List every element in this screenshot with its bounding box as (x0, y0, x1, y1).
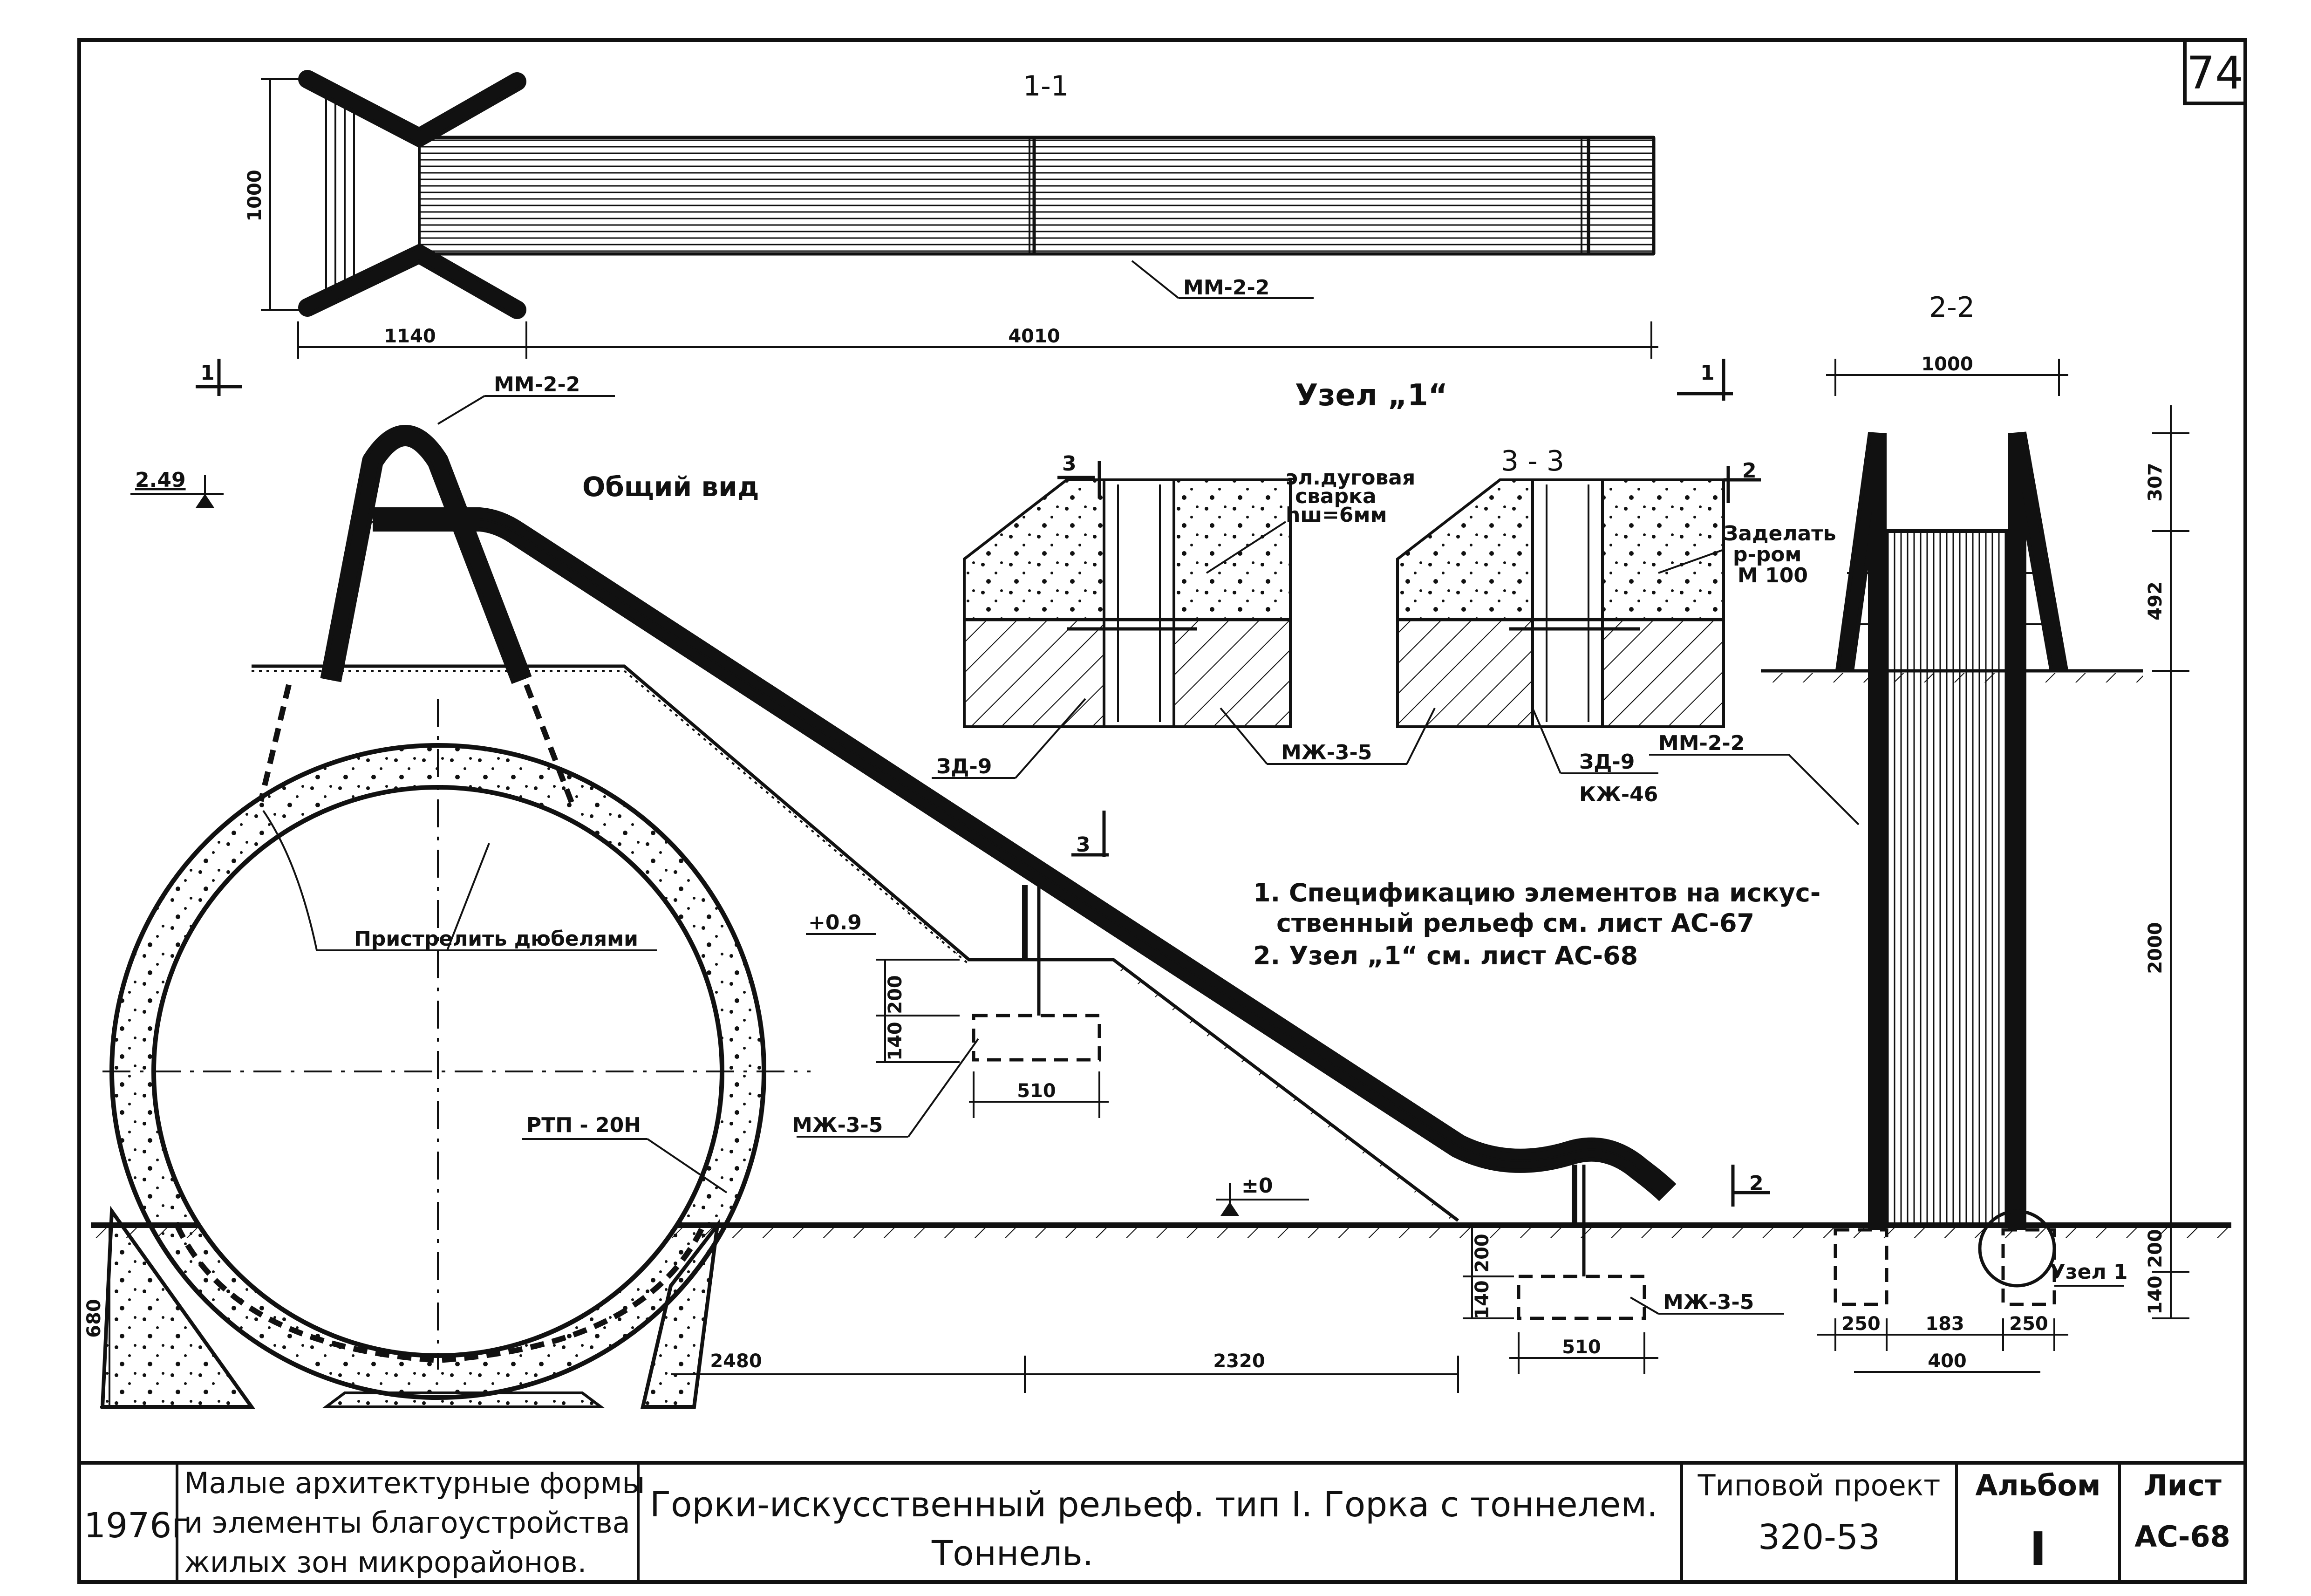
dim-2320: 2320 (1213, 1350, 1265, 1372)
dim-1000-width: 1000 (1921, 354, 1973, 375)
dim-200-b: 200 (1472, 1234, 1493, 1273)
dim-200-section: 200 (2145, 1229, 2166, 1268)
dim-200-a: 200 (885, 975, 906, 1014)
section-1-1: 1-1 ММ-2-2 1000 (244, 70, 1658, 359)
dim-1140: 1140 (384, 326, 436, 347)
tb-org-1: Малые архитектурные формы (184, 1466, 645, 1500)
cut-1-right: 1 (1700, 361, 1715, 385)
level-plus-0-9: +0.9 (808, 911, 862, 934)
title-block: 1976г Малые архитектурные формы и элемен… (79, 1461, 2245, 1582)
weld-note-1: эл.дуговая (1286, 466, 1415, 490)
dim-250-b: 250 (2009, 1313, 2048, 1335)
dim-2480: 2480 (710, 1350, 762, 1372)
label-mm22: ММ-2-2 (1658, 731, 1745, 755)
footing-1-label: МЖ-3-5 (792, 1113, 883, 1137)
note-line-2: ственный рельеф см. лист АС-67 (1276, 908, 1754, 938)
note-line-3: 2. Узел „1“ см. лист АС-68 (1253, 941, 1638, 970)
mortar-note-1: Заделать (1724, 522, 1836, 546)
dim-680: 680 (83, 1299, 105, 1338)
tb-album-label: Альбом (1975, 1468, 2100, 1502)
sheet-number-box (2183, 38, 2247, 105)
dim-492: 492 (2145, 581, 2166, 621)
mortar-note-3: М 100 (1738, 564, 1808, 587)
label-zd9-b: ЗД-9 (1579, 750, 1635, 774)
general-view-mm-label: ММ-2-2 (494, 373, 580, 396)
tb-org-3: жилых зон микрорайонов. (184, 1545, 586, 1579)
general-view-title: Общий вид (582, 471, 759, 503)
dim-510-a: 510 (1017, 1080, 1056, 1102)
tb-year: 1976г (84, 1506, 190, 1546)
cut-2-top: 2 (1742, 459, 1757, 483)
section-1-1-label: ММ-2-2 (1183, 276, 1269, 300)
dim-510-b: 510 (1562, 1337, 1601, 1358)
tb-project-label: Типовой проект (1697, 1468, 1941, 1502)
section-2-2-title: 2-2 (1929, 291, 1975, 324)
general-view: Общий вид ММ-2-2 2.49 +0.9 (83, 373, 2231, 1409)
sheet-frame: 74 (77, 38, 2247, 1584)
node-1-ref: Узел 1 (2050, 1260, 2128, 1284)
node-1: Узел „1“ 3 - 3 эл.дуговая сварка hш=6мм … (932, 378, 1860, 825)
footing-2 (1517, 1275, 1646, 1320)
level-zero: ±0 (1241, 1174, 1273, 1198)
tb-org-2: и элементы благоустройства (184, 1506, 630, 1540)
dim-183: 183 (1925, 1313, 1964, 1335)
tb-sheet-label: Лист (2143, 1468, 2222, 1502)
weld-note-2: сварка (1295, 484, 1377, 508)
weld-note-3: hш=6мм (1286, 503, 1387, 527)
cut-3-top: 3 (1062, 452, 1077, 476)
cut-1-left: 1 (200, 361, 215, 385)
dim-400: 400 (1928, 1350, 1967, 1372)
dim-140-section: 140 (2145, 1275, 2166, 1315)
section-3-3-title: 3 - 3 (1501, 445, 1564, 477)
dim-250-a: 250 (1841, 1313, 1881, 1335)
label-zd9-a: ЗД-9 (936, 755, 992, 778)
sheet-number: 74 (2187, 47, 2243, 99)
dim-307: 307 (2145, 463, 2166, 502)
dim-140-b: 140 (1472, 1280, 1493, 1319)
section-1-1-title: 1-1 (1023, 70, 1069, 102)
tb-project-number: 320-53 (1758, 1517, 1880, 1557)
node-1-title: Узел „1“ (1295, 378, 1448, 413)
section-2-2: 2-2 1000 307 492 2000 200 (1761, 291, 2189, 1373)
footing-2-label: МЖ-3-5 (1663, 1290, 1754, 1314)
pipe-label: РТП - 20Н (526, 1113, 641, 1137)
label-mzh35: МЖ-3-5 (1281, 741, 1372, 764)
mortar-note-2: р-ром (1733, 543, 1801, 566)
section-cut-markers: 1 1 2 2 3 3 (196, 359, 1770, 1207)
slide-side-view (1885, 529, 2010, 1227)
dim-1000-vertical: 1000 (244, 170, 266, 221)
tb-album-value: I (2029, 1522, 2046, 1576)
tb-title-2: Тоннель. (931, 1534, 1093, 1574)
dim-2000: 2000 (2145, 922, 2166, 974)
level-2-49: 2.49 (135, 468, 186, 492)
cut-3-bottom: 3 (1076, 833, 1091, 857)
note-line-1: 1. Спецификацию элементов на искус- (1253, 878, 1820, 907)
dim-4010: 4010 (1008, 326, 1060, 347)
label-kzh46: КЖ-46 (1579, 783, 1658, 806)
notes: 1. Спецификацию элементов на искус- стве… (1253, 878, 1820, 970)
cut-2-bottom: 2 (1749, 1172, 1764, 1195)
dowels-note: Пристрелить дюбелями (354, 927, 638, 951)
footing-1 (972, 1014, 1101, 1062)
dim-140-a: 140 (885, 1022, 906, 1061)
tb-title-1: Горки-искусственный рельеф. тип I. Горка… (650, 1485, 1658, 1525)
tb-sheet-value: АС-68 (2134, 1520, 2230, 1554)
